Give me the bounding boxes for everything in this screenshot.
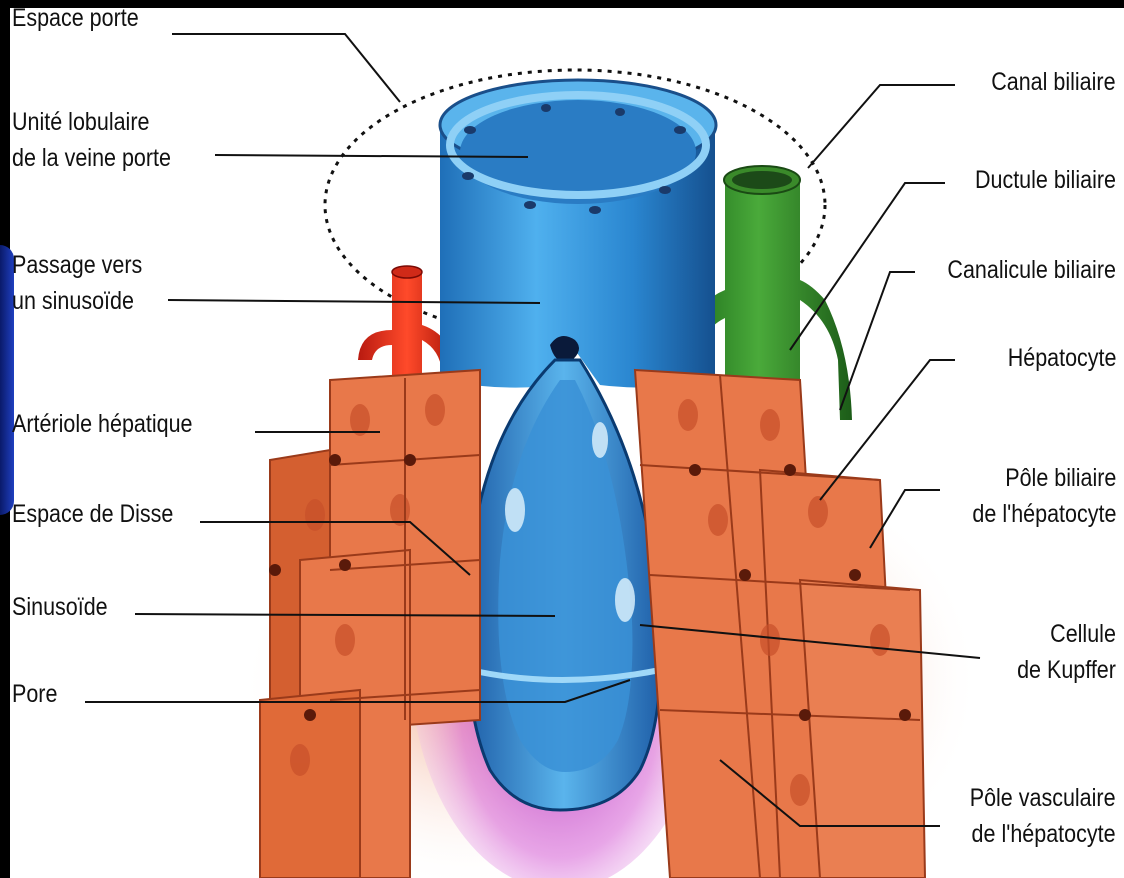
label-line: Canalicule biliaire (947, 252, 1116, 288)
label-line: un sinusoïde (12, 283, 142, 319)
label-ductule-biliaire: Ductule biliaire (975, 162, 1116, 198)
label-sinusoide: Sinusoïde (12, 589, 108, 625)
label-line: Passage vers (12, 247, 142, 283)
label-line: de Kupffer (1017, 652, 1116, 688)
label-line: de la veine porte (12, 140, 171, 176)
label-line: Hépatocyte (1007, 340, 1116, 376)
label-passage-sinusoide: Passage vers un sinusoïde (12, 247, 142, 319)
portal-vein-vessel (440, 80, 716, 388)
label-pole-biliaire: Pôle biliaire de l'hépatocyte (972, 460, 1116, 532)
label-line: de l'hépatocyte (970, 816, 1116, 852)
label-unite-lobulaire: Unité lobulaire de la veine porte (12, 104, 171, 176)
label-line: Cellule (1017, 616, 1116, 652)
label-line: Artériole hépatique (12, 406, 192, 442)
frame-top-edge (0, 0, 1124, 8)
label-hepatocyte: Hépatocyte (1007, 340, 1116, 376)
label-cellule-kupffer: Cellule de Kupffer (1017, 616, 1116, 688)
label-line: Pôle biliaire (972, 460, 1116, 496)
hepatocyte-plate-right (635, 370, 925, 878)
label-line: Pôle vasculaire (970, 780, 1116, 816)
label-line: Canal biliaire (992, 64, 1116, 100)
label-canal-biliaire: Canal biliaire (992, 64, 1116, 100)
label-pole-vasculaire: Pôle vasculaire de l'hépatocyte (970, 780, 1116, 852)
label-espace-porte: Espace porte (12, 0, 139, 36)
label-line: Espace de Disse (12, 496, 173, 532)
label-canalicule-biliaire: Canalicule biliaire (947, 252, 1116, 288)
label-line: Pore (12, 676, 57, 712)
label-arteriole: Artériole hépatique (12, 406, 192, 442)
label-line: Unité lobulaire (12, 104, 171, 140)
sinusoid-vessel (467, 360, 661, 810)
label-line: Espace porte (12, 0, 139, 36)
label-line: Ductule biliaire (975, 162, 1116, 198)
label-espace-disse: Espace de Disse (12, 496, 173, 532)
label-line: Sinusoïde (12, 589, 108, 625)
label-pore: Pore (12, 676, 57, 712)
label-line: de l'hépatocyte (972, 496, 1116, 532)
